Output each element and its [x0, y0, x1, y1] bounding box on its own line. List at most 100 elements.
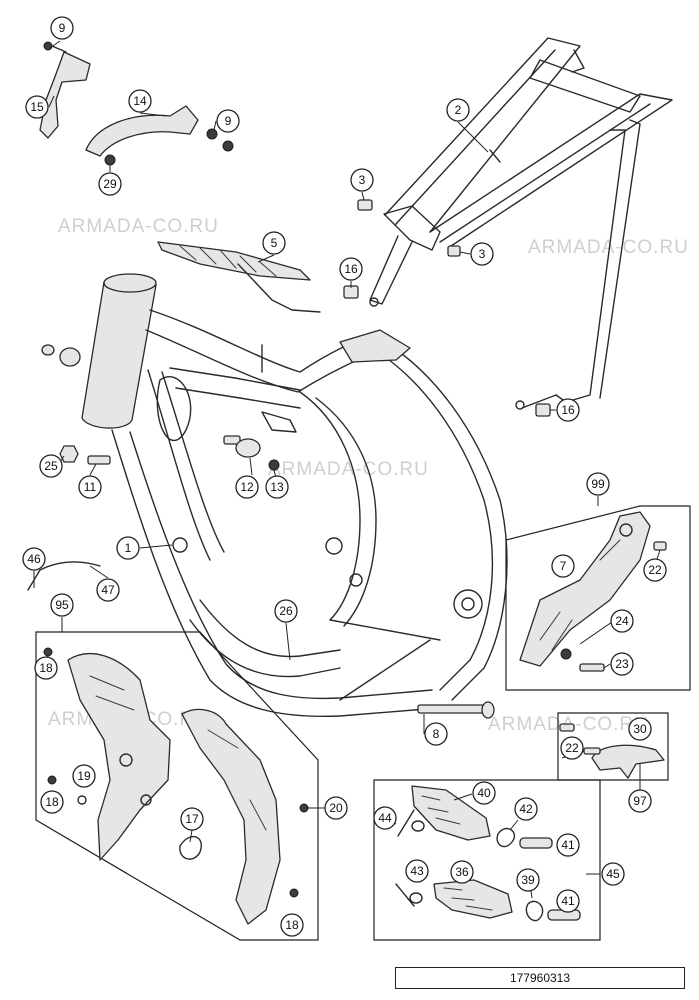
callout-18: 18 [40, 790, 64, 814]
callout-16: 16 [556, 398, 580, 422]
callout-47: 47 [96, 578, 120, 602]
callout-label: 19 [77, 769, 91, 783]
callout-25: 25 [39, 454, 63, 478]
fasteners [27, 128, 551, 719]
callout-99: 99 [586, 472, 610, 496]
callout-8: 8 [424, 722, 448, 746]
callout-label: 99 [591, 477, 605, 491]
callout-30: 30 [628, 717, 652, 741]
callout-18: 18 [280, 913, 304, 937]
callout-label: 25 [44, 459, 58, 473]
callout-label: 16 [344, 262, 358, 276]
callout-45: 45 [601, 862, 625, 886]
frame-guard-left [67, 652, 171, 861]
group-97-frame [557, 712, 669, 781]
callout-22: 22 [560, 736, 584, 760]
callout-label: 8 [433, 727, 440, 741]
callout-label: 2 [455, 103, 462, 117]
callout-label: 40 [477, 786, 491, 800]
footpeg-right [395, 879, 581, 922]
callout-label: 41 [561, 894, 575, 908]
callout-label: 42 [519, 802, 533, 816]
callout-label: 17 [185, 812, 199, 826]
callout-label: 9 [59, 21, 66, 35]
callout-label: 23 [615, 657, 629, 671]
callout-44: 44 [373, 806, 397, 830]
callout-43: 43 [405, 859, 429, 883]
callout-97: 97 [628, 789, 652, 813]
callout-9: 9 [50, 16, 74, 40]
callout-label: 47 [101, 583, 115, 597]
callout-label: 15 [30, 100, 44, 114]
callout-label: 39 [521, 873, 535, 887]
callout-label: 9 [225, 114, 232, 128]
callout-label: 1 [125, 541, 132, 555]
callout-label: 3 [479, 247, 486, 261]
callout-label: 7 [560, 559, 567, 573]
callout-3: 3 [470, 242, 494, 266]
callout-29: 29 [98, 172, 122, 196]
watermark-text: ARMADA-CO.RU [528, 237, 689, 258]
callout-9: 9 [216, 109, 240, 133]
callout-16: 16 [339, 257, 363, 281]
callout-label: 45 [606, 867, 620, 881]
callout-20: 20 [324, 796, 348, 820]
cable-holder [157, 241, 321, 313]
callout-7: 7 [551, 554, 575, 578]
callout-42: 42 [514, 797, 538, 821]
callout-label: 44 [378, 811, 392, 825]
callout-3: 3 [350, 168, 374, 192]
callout-label: 20 [329, 801, 343, 815]
callout-label: 29 [103, 177, 117, 191]
watermark-text: ARMADA-CO.RU [58, 216, 219, 237]
callout-41: 41 [556, 889, 580, 913]
callout-2: 2 [446, 98, 470, 122]
callout-13: 13 [265, 475, 289, 499]
watermark-text: ARMADA-CO.RU [268, 459, 429, 480]
group-95-frame [35, 631, 319, 941]
callout-label: 5 [271, 236, 278, 250]
callout-17: 17 [180, 807, 204, 831]
frame-guard-right [43, 647, 309, 925]
callout-label: 95 [55, 598, 69, 612]
callout-label: 3 [359, 173, 366, 187]
callout-label: 22 [565, 741, 579, 755]
callout-41: 41 [556, 833, 580, 857]
callout-label: 46 [27, 552, 41, 566]
callout-label: 43 [410, 864, 424, 878]
callout-36: 36 [450, 860, 474, 884]
drawing-number-text: 177960313 [509, 971, 571, 985]
footpeg-left [397, 785, 553, 849]
callout-18: 18 [34, 656, 58, 680]
callout-22: 22 [643, 558, 667, 582]
callout-label: 22 [648, 563, 662, 577]
callout-label: 97 [633, 794, 647, 808]
callout-26: 26 [274, 599, 298, 623]
main-frame [81, 273, 508, 718]
callout-23: 23 [610, 652, 634, 676]
callout-label: 26 [279, 604, 293, 618]
bracket-14 [85, 105, 199, 166]
callout-label: 30 [633, 722, 647, 736]
callout-label: 18 [45, 795, 59, 809]
rear-subframe [369, 37, 673, 410]
callout-label: 18 [39, 661, 53, 675]
group-45-frame [373, 779, 601, 941]
callout-label: 16 [561, 403, 575, 417]
callout-95: 95 [50, 593, 74, 617]
callout-label: 41 [561, 838, 575, 852]
callout-label: 24 [615, 614, 629, 628]
callout-label: 11 [84, 480, 97, 494]
callout-24: 24 [610, 609, 634, 633]
chain-guide [519, 511, 667, 672]
callout-12: 12 [235, 475, 259, 499]
callout-label: 12 [240, 480, 254, 494]
callout-label: 36 [455, 865, 469, 879]
callout-39: 39 [516, 868, 540, 892]
callout-15: 15 [25, 95, 49, 119]
callout-46: 46 [22, 547, 46, 571]
callout-11: 11 [78, 475, 102, 499]
group-99-frame [505, 505, 691, 691]
drawing-number: 177960313 [395, 967, 685, 989]
